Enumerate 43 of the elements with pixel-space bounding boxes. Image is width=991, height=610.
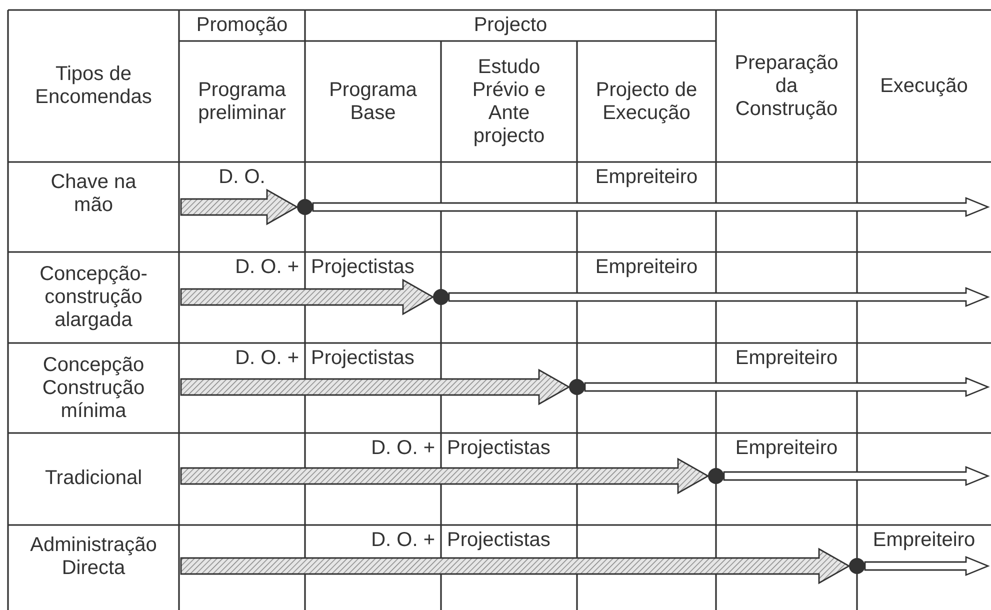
column-header: Estudo Prévio e Ante projecto — [471, 56, 547, 148]
party-label: Projectistas — [310, 256, 414, 278]
party-label: D. O. — [218, 166, 266, 188]
double-line-arrow — [584, 376, 990, 398]
double-line-arrow — [723, 466, 990, 486]
row-header: Chave na mão — [50, 171, 138, 217]
hatched-arrow — [180, 188, 298, 226]
junction-dot — [708, 468, 724, 484]
column-header: Tipos de Encomendas — [34, 63, 153, 109]
party-label: Empreiteiro — [594, 256, 699, 278]
junction-dot — [433, 289, 449, 305]
hatched-arrow — [180, 368, 570, 406]
junction-dot — [569, 379, 585, 395]
phase-header: Promoção — [195, 14, 289, 37]
column-header: Programa preliminar — [197, 78, 287, 124]
hatched-arrow — [180, 548, 850, 584]
column-header: Execução — [879, 74, 969, 98]
column-header: Projecto de Execução — [594, 78, 698, 124]
hatched-arrow — [180, 458, 710, 494]
party-label: Empreiteiro — [734, 346, 839, 370]
party-label: Empreiteiro — [594, 166, 699, 188]
row-header: Concepção Construção mínima — [41, 354, 146, 422]
party-label: Projectistas — [446, 436, 550, 460]
row-header: Administração Directa — [29, 534, 158, 580]
hatched-arrow — [180, 278, 434, 316]
party-label: Empreiteiro — [872, 528, 976, 552]
double-line-arrow — [448, 286, 990, 308]
double-line-arrow — [864, 556, 990, 576]
phase-header: Projecto — [472, 14, 548, 37]
junction-dot — [297, 199, 313, 215]
junction-dot — [849, 558, 865, 574]
row-header: Concepção-construção alargada — [38, 262, 148, 332]
party-label: D. O. + — [371, 528, 436, 552]
party-label: D. O. + — [235, 256, 300, 278]
party-label: D. O. + — [371, 436, 436, 460]
party-label: Projectistas — [310, 346, 414, 370]
party-label: Projectistas — [446, 528, 550, 552]
column-header: Programa Base — [328, 78, 418, 124]
party-label: Empreiteiro — [734, 436, 839, 460]
column-header: Preparação da Construção — [734, 52, 840, 120]
double-line-arrow — [312, 196, 990, 218]
row-header: Tradicional — [44, 466, 144, 490]
party-label: D. O. + — [235, 346, 300, 370]
